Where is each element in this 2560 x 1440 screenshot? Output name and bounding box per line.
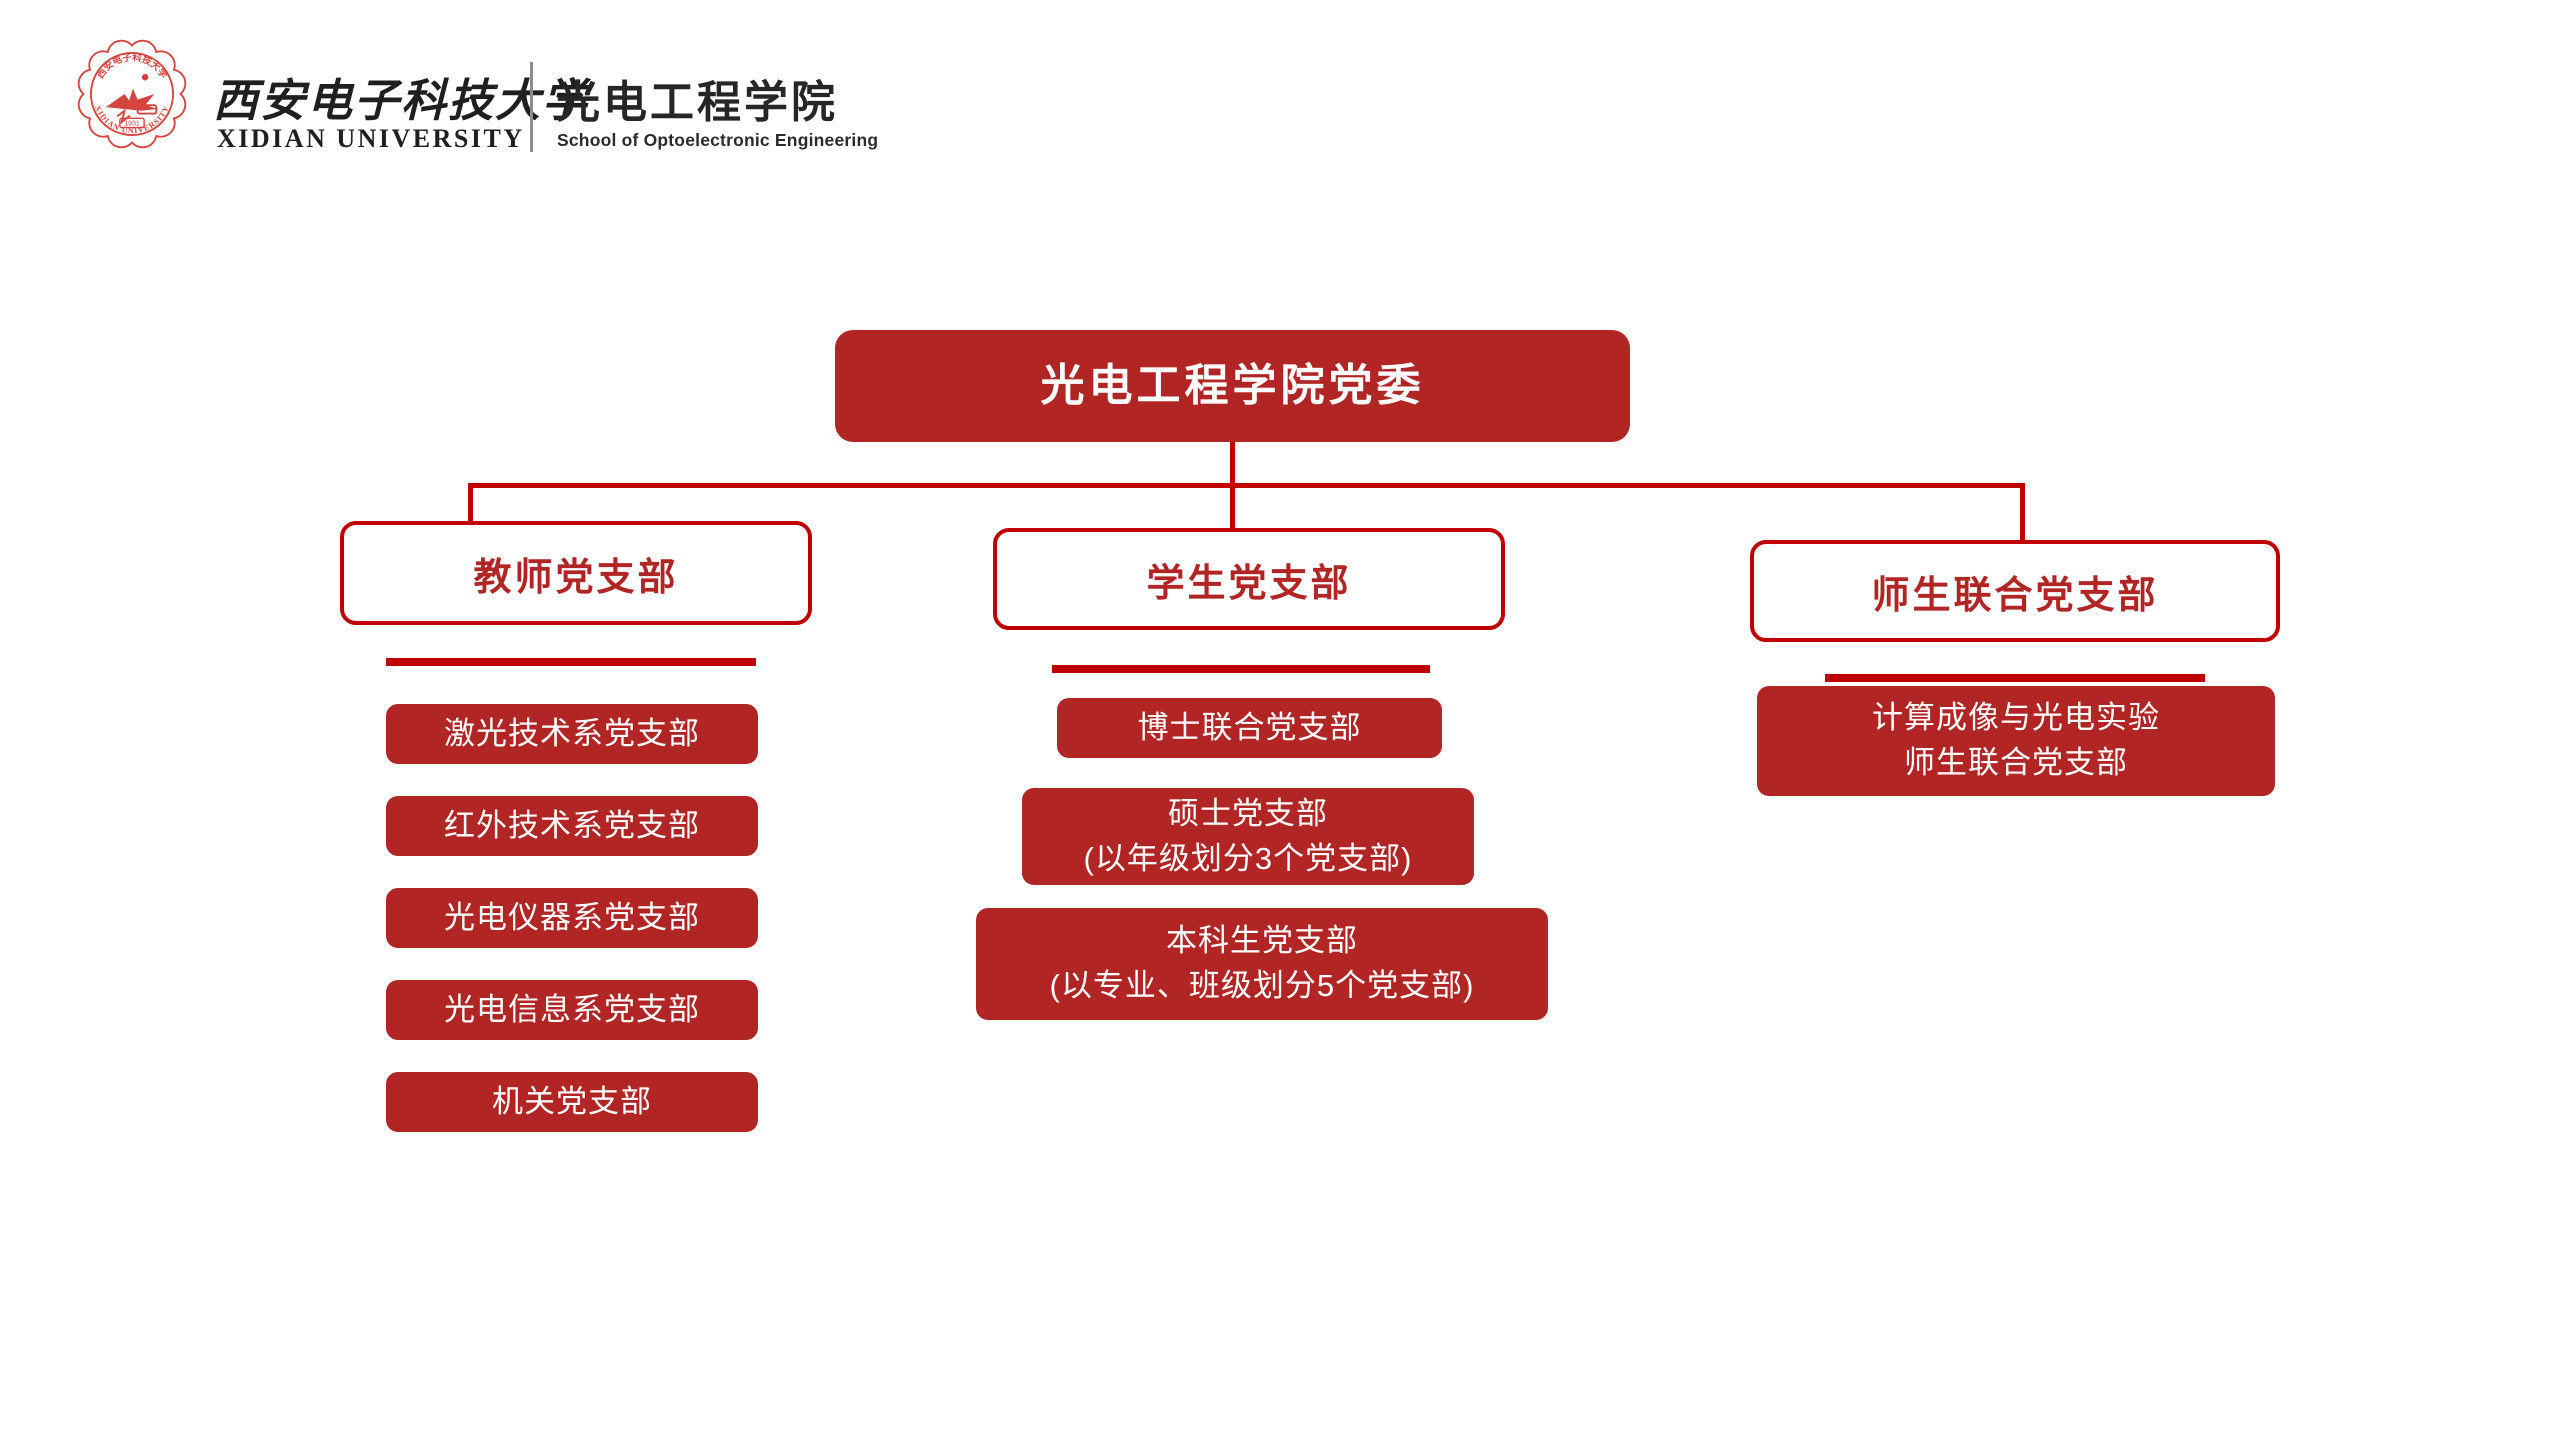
leaf-node-administrative-office: 机关党支部: [386, 1072, 758, 1132]
leaf-node-doctoral-joint: 博士联合党支部: [1057, 698, 1442, 758]
leaf-label: 红外技术系党支部: [444, 807, 700, 843]
leaf-label-line1: 计算成像与光电实验: [1872, 700, 2160, 736]
leaf-label-line2: 师生联合党支部: [1904, 745, 2128, 780]
leaf-node-laser-tech-dept: 激光技术系党支部: [386, 704, 758, 764]
leaf-label: 光电信息系党支部: [444, 991, 700, 1027]
leaf-node-infrared-tech-dept: 红外技术系党支部: [386, 796, 758, 856]
underline-bar-teachers: [386, 658, 756, 666]
leaf-node-masters: 硕士党支部 (以年级划分3个党支部): [1022, 788, 1474, 885]
connector-drop-teachers: [468, 483, 473, 529]
underline-bar-joint: [1825, 674, 2205, 682]
university-name-en: XIDIAN UNIVERSITY: [217, 124, 525, 153]
connector-drop-joint: [2020, 483, 2025, 542]
leaf-label: 光电仪器系党支部: [444, 899, 700, 935]
leaf-label: 博士联合党支部: [1137, 709, 1362, 745]
leaf-label: 机关党支部: [492, 1083, 652, 1119]
university-name-cn: 西安电子科技大学: [213, 74, 590, 127]
seal-eagle-emblem: [105, 73, 159, 125]
connector-drop-students: [1230, 483, 1235, 535]
leaf-label: 激光技术系党支部: [444, 715, 700, 751]
svg-text:西安电子科技大学: 西安电子科技大学: [95, 51, 170, 80]
branch-node-student-branches: 学生党支部: [993, 528, 1505, 630]
root-node-party-committee: 光电工程学院党委: [835, 330, 1630, 442]
leaf-label-line1: 硕士党支部: [1168, 795, 1328, 831]
leaf-node-optoelectronic-information-dept: 光电信息系党支部: [386, 980, 758, 1040]
seal-year: 1931: [124, 121, 140, 128]
branch-node-joint-branches: 师生联合党支部: [1750, 540, 2280, 642]
school-name-en: School of Optoelectronic Engineering: [557, 130, 879, 150]
leaf-node-undergraduate: 本科生党支部 (以专业、班级划分5个党支部): [976, 908, 1548, 1020]
leaf-label-line2: (以专业、班级划分5个党支部): [1049, 968, 1475, 1003]
leaf-label-line2: (以年级划分3个党支部): [1083, 840, 1413, 876]
underline-bar-students: [1052, 665, 1430, 673]
connector-horizontal: [468, 483, 2025, 488]
university-seal-icon: 西安电子科技大学 XIDIAN UNIVERSITY 1931: [77, 39, 187, 149]
header-divider: [530, 62, 533, 152]
leaf-node-optoelectronic-instrument-dept: 光电仪器系党支部: [386, 888, 758, 948]
branch-node-teacher-branches: 教师党支部: [340, 521, 812, 625]
seal-ring-text-top: 西安电子科技大学: [95, 51, 170, 80]
connector-root-vertical: [1230, 442, 1235, 483]
leaf-label-line1: 本科生党支部: [1166, 923, 1358, 959]
school-name-cn: 光电工程学院: [556, 78, 838, 127]
leaf-node-computational-imaging-joint: 计算成像与光电实验 师生联合党支部: [1757, 686, 2275, 796]
